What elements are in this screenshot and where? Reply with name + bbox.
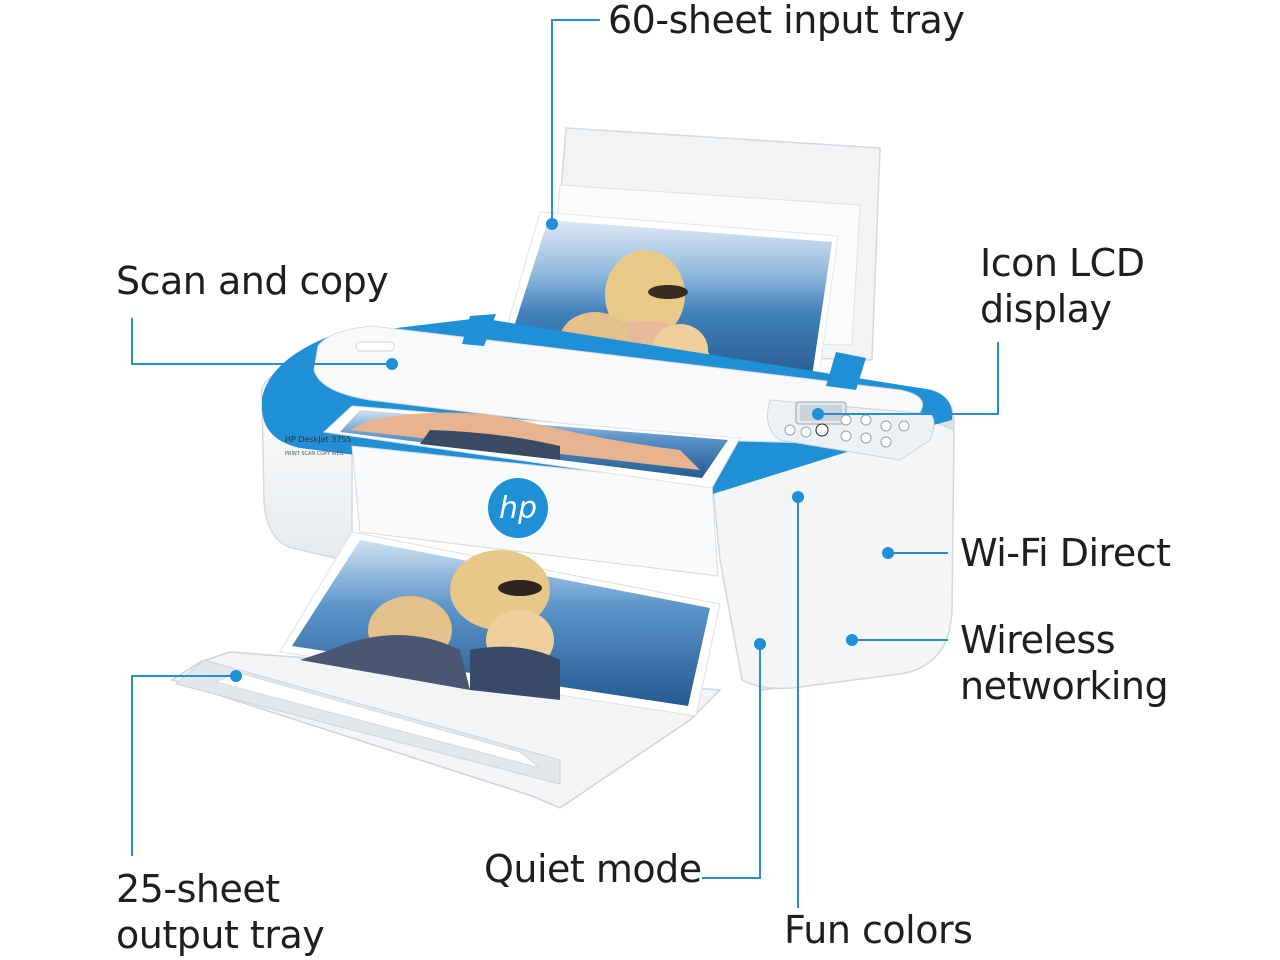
callout-fun-colors: Fun colors — [784, 908, 973, 952]
callout-lcd-line1: Icon LCD — [980, 241, 1145, 285]
callout-scan-copy: Scan and copy — [116, 259, 389, 303]
input-tray — [497, 127, 881, 385]
callout-output-line2: output tray — [116, 913, 325, 957]
model-text: HP DeskJet 3755 — [285, 435, 352, 444]
callout-wireless-line2: networking — [960, 664, 1169, 708]
callout-lcd-display: Icon LCD display — [980, 240, 1145, 332]
output-photo-top — [322, 405, 741, 489]
leader-dots — [230, 218, 894, 682]
function-text: PRINT SCAN COPY WEB — [285, 451, 344, 457]
callout-wireless-line1: Wireless — [960, 618, 1116, 662]
callout-lcd-line2: display — [980, 287, 1112, 331]
callout-input-tray: 60-sheet input tray — [608, 0, 965, 42]
callout-quiet-mode: Quiet mode — [484, 847, 702, 891]
callout-wireless-networking: Wireless networking — [960, 617, 1169, 709]
input-tray-photo — [497, 211, 839, 385]
svg-text:hp: hp — [499, 491, 537, 526]
callout-wifi-direct: Wi-Fi Direct — [960, 531, 1171, 575]
leader-lines — [131, 19, 999, 908]
callout-output-tray: 25-sheet output tray — [116, 866, 325, 958]
output-photo — [279, 531, 721, 717]
hp-logo: hp — [488, 478, 548, 538]
callout-output-line1: 25-sheet — [116, 867, 280, 911]
